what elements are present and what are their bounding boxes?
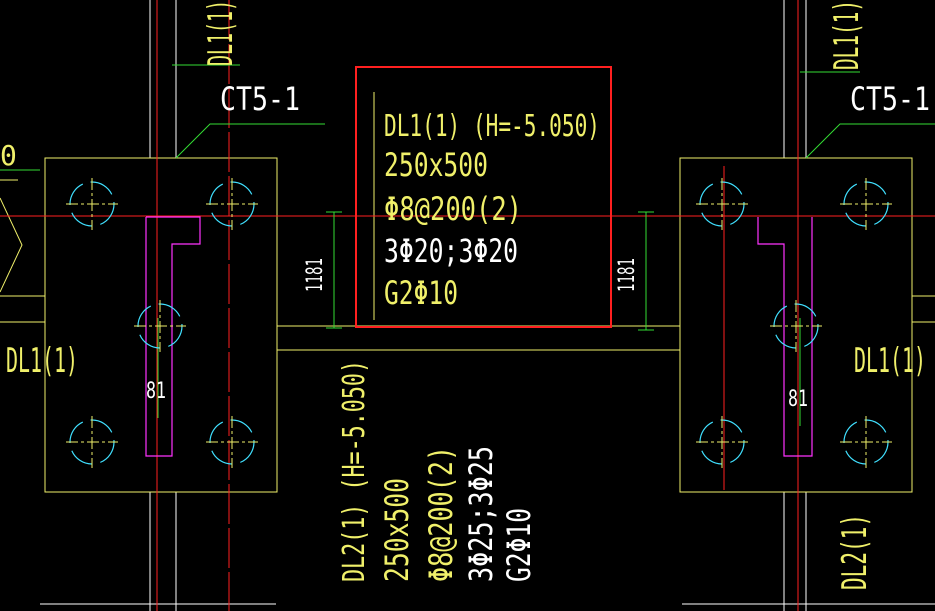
left-partial-shape	[0, 197, 23, 293]
pile-circle-icon	[134, 300, 186, 352]
label-dl2-bottom-right: DL2(1)	[835, 514, 875, 590]
piles-group	[66, 178, 892, 468]
dl1-annotation-line-1: DL1(1) (H=-5.050)	[384, 109, 600, 144]
pile-circle-icon	[66, 416, 118, 468]
pile-circle-icon	[66, 178, 118, 230]
dim-text-small-right: 81	[788, 387, 808, 412]
dl1-annotation-line-3: Φ8@200(2)	[384, 190, 522, 228]
leader-ct5-right	[805, 123, 935, 159]
dl1-annotation-line-2: 250x500	[384, 146, 488, 184]
pile-cap-right	[679, 157, 913, 493]
pile-circle-icon	[840, 416, 892, 468]
pile-circle-icon	[696, 416, 748, 468]
dl1-annotation-line-5: G2Φ10	[384, 274, 458, 312]
dl2-annotation-line-2: 250x500	[378, 478, 416, 582]
pile-circle-icon	[696, 178, 748, 230]
label-dl1-top-right: DL1(1)	[827, 0, 867, 70]
green-lines	[0, 64, 935, 426]
dl2-annotation-line-1: DL2(1) (H=-5.050)	[337, 360, 372, 582]
dim-text-right: 1181	[615, 258, 640, 292]
dl2-annotation-line-5: G2Φ10	[500, 508, 538, 582]
rebar-shape-right	[757, 217, 813, 457]
pile-circle-icon	[206, 178, 258, 230]
dl1-annotation-line-4: 3Φ20;3Φ20	[384, 232, 518, 270]
white-structure-lines	[40, 0, 935, 611]
label-ct5-right: CT5-1	[850, 80, 930, 118]
dl2-annotation-line-4: 3Φ25;3Φ25	[462, 446, 500, 582]
label-partial-left: 0	[0, 139, 17, 172]
pile-circle-icon	[840, 178, 892, 230]
dim-text-left: 1181	[303, 258, 328, 292]
leader-ct5-left	[175, 123, 325, 159]
dim-text-small-left: 81	[146, 379, 166, 404]
label-ct5-left: CT5-1	[220, 80, 300, 118]
rebar-shape-left	[145, 216, 201, 457]
highlight-box[interactable]	[355, 66, 612, 328]
pile-circle-icon	[770, 300, 822, 352]
pile-circle-icon	[206, 416, 258, 468]
pile-cap-left	[44, 157, 278, 493]
label-dl1-mid-right: DL1(1)	[854, 341, 926, 381]
label-dl1-top-left: DL1(1)	[201, 0, 241, 66]
label-dl1-mid-left: DL1(1)	[6, 341, 78, 381]
rebar-outlines	[145, 216, 813, 457]
dl2-annotation-line-3: Φ8@200(2)	[422, 446, 460, 582]
